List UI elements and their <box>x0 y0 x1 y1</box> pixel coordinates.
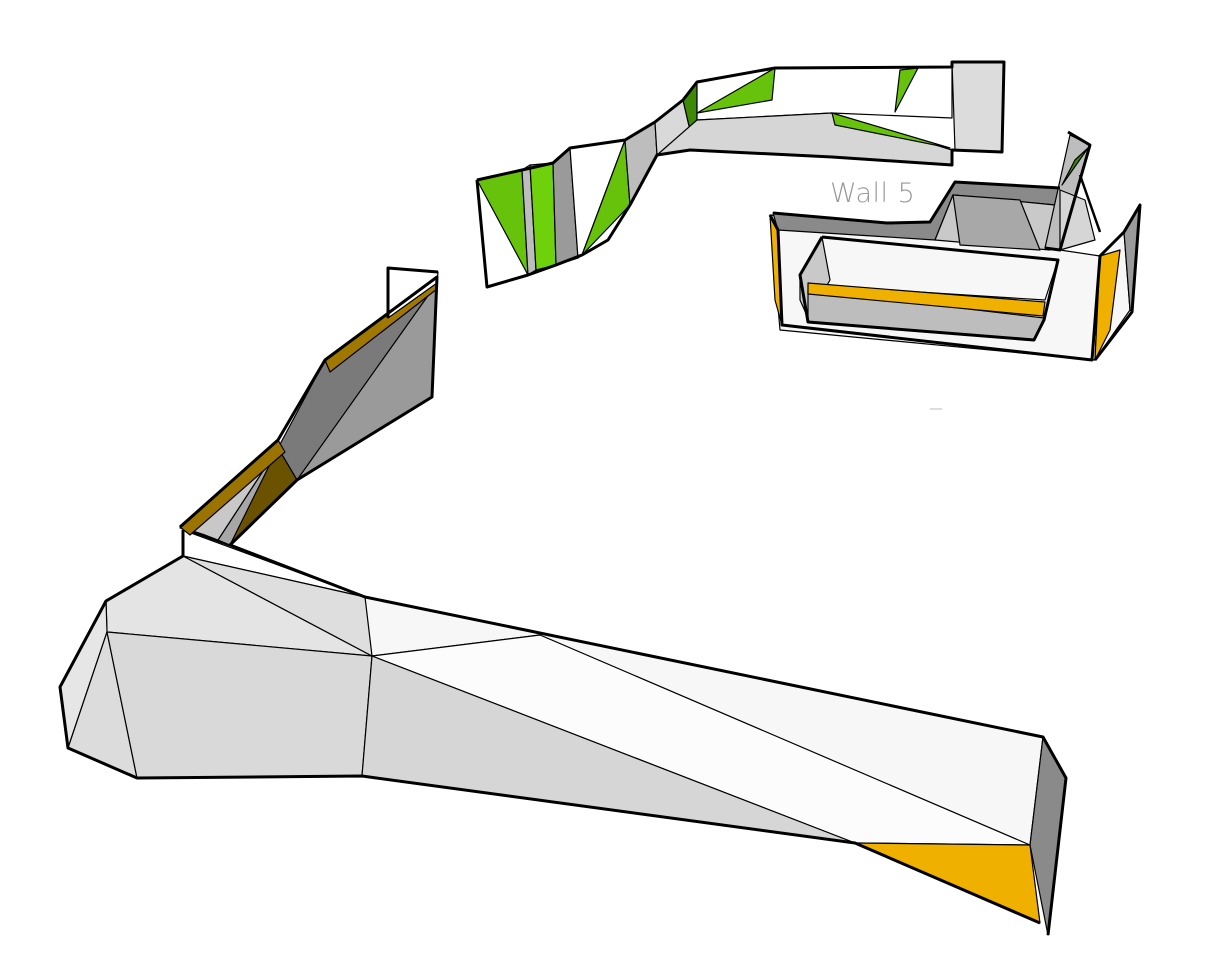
left-wall-outline <box>179 275 439 547</box>
wall-5-label: Wall 5 <box>830 178 915 209</box>
wall-5-outline <box>768 203 1142 362</box>
wall-5-outline <box>772 180 1061 225</box>
wall-5-face <box>1059 189 1096 251</box>
back-wall-outline <box>475 60 1006 289</box>
back-wall-end-cap <box>951 61 1005 153</box>
orange-hold <box>1094 249 1121 361</box>
front-wall-section <box>58 525 1068 936</box>
left-wall-outline <box>386 266 439 318</box>
wall-5-face <box>952 194 1041 251</box>
wall-5-support <box>1078 174 1102 233</box>
front-wall-face <box>182 555 373 657</box>
green-hold <box>696 67 776 114</box>
green-hold <box>831 112 951 149</box>
wall-bottom-edge <box>58 530 1041 925</box>
front-wall-face <box>106 631 373 779</box>
wall-5-outline <box>1044 130 1092 252</box>
green-hold <box>1061 147 1089 186</box>
orange-hold <box>807 282 1046 317</box>
green-hold <box>894 67 919 113</box>
wall-5-section <box>768 130 1142 362</box>
left-diagonal-wall <box>179 266 439 547</box>
wall-5-outline <box>798 235 1060 342</box>
back-green-wall <box>475 60 1006 289</box>
